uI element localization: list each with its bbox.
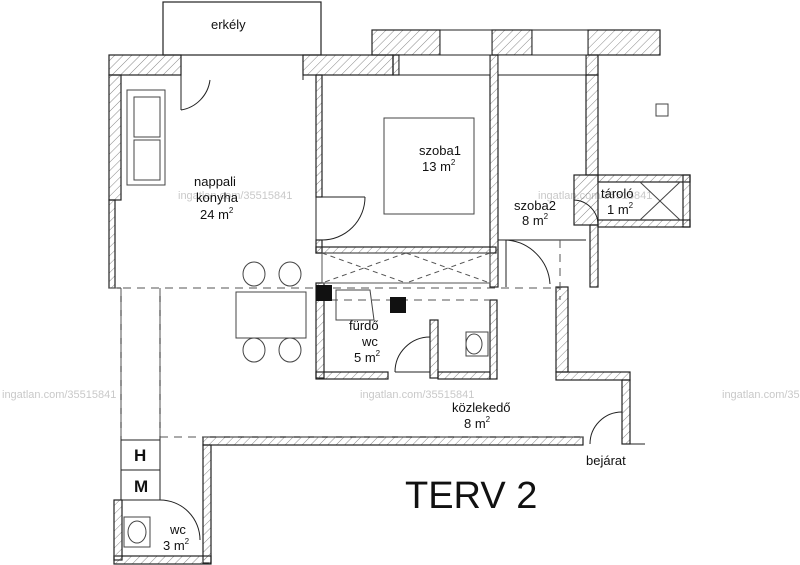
label-bath-name: fürdő xyxy=(349,318,379,333)
label-hall-name: közlekedő xyxy=(452,400,511,415)
label-storage-area: 1 m2 xyxy=(607,201,634,217)
column-left xyxy=(316,285,332,301)
label-room1-name: szoba1 xyxy=(419,143,461,158)
label-shaft-h: H xyxy=(134,446,146,465)
label-living-line1: nappali xyxy=(194,174,236,189)
label-bath-line2: wc xyxy=(361,334,378,349)
label-storage-name: tároló xyxy=(601,186,634,201)
label-room1-area: 13 m2 xyxy=(422,158,456,174)
watermark-left: ingatlan.com/35515841 xyxy=(2,389,116,401)
label-room2-name: szoba2 xyxy=(514,198,556,213)
label-bath-area: 5 m2 xyxy=(354,349,381,365)
label-entrance: bejárat xyxy=(586,453,626,468)
balcony xyxy=(162,1,322,80)
plan-title: TERV 2 xyxy=(405,475,537,517)
label-balcony: erkély xyxy=(211,17,246,32)
watermark-right: ingatlan.com/35515841 xyxy=(722,389,800,401)
dashed-lines xyxy=(109,240,583,438)
label-hall-area: 8 m2 xyxy=(464,415,491,431)
label-living-line2: konyha xyxy=(196,190,239,205)
room-labels: erkély nappali konyha 24 m2 szoba1 13 m2… xyxy=(134,17,634,553)
label-shaft-m: M xyxy=(134,477,148,496)
furniture xyxy=(123,89,681,548)
watermark-center: ingatlan.com/35515841 xyxy=(360,389,474,401)
windows xyxy=(398,29,589,76)
column-right xyxy=(390,297,406,313)
label-wc-name: wc xyxy=(169,522,186,537)
watermark-living: ingatlan.com/35515841 xyxy=(178,190,292,202)
wardrobe xyxy=(321,252,491,284)
label-living-area: 24 m2 xyxy=(200,206,234,222)
label-room2-area: 8 m2 xyxy=(522,212,549,228)
doors xyxy=(159,75,623,541)
label-wc-area: 3 m2 xyxy=(163,537,190,553)
